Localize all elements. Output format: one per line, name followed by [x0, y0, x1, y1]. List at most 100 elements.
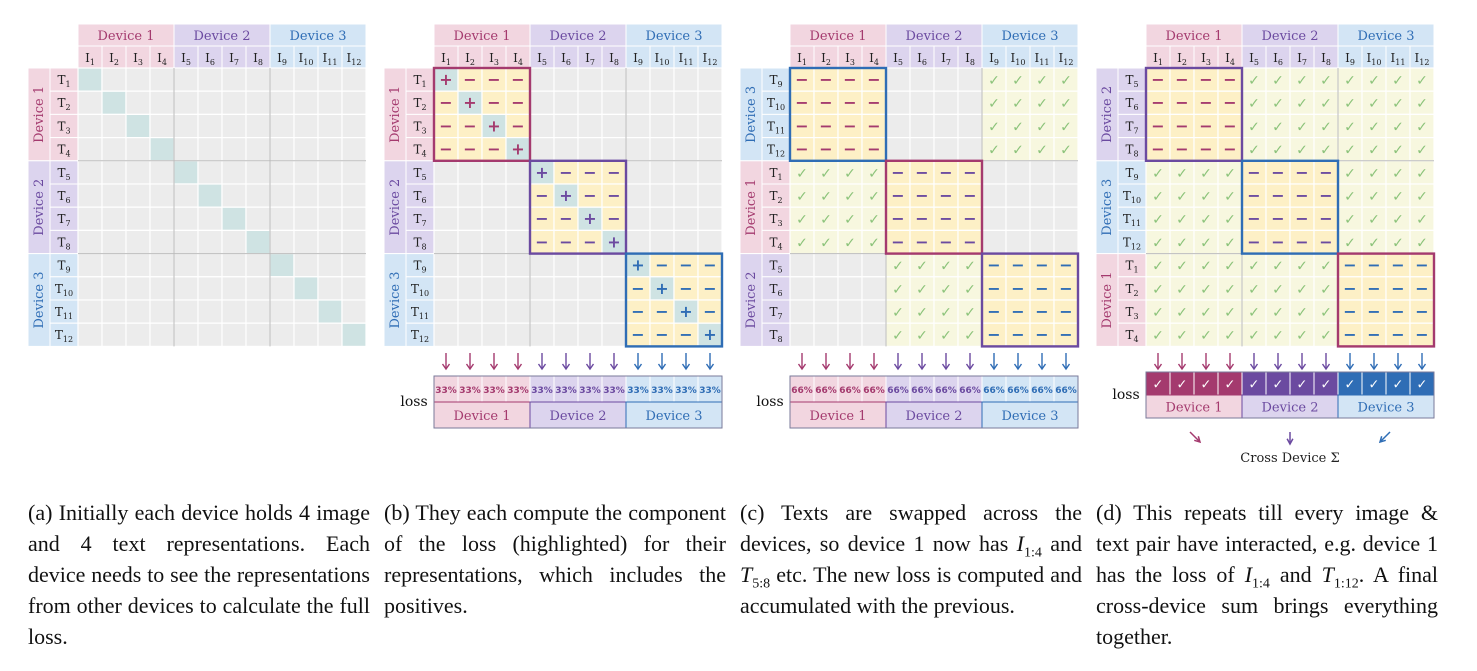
loss-value: 66%: [959, 386, 981, 396]
matrix-cell: [221, 276, 247, 301]
matrix-cell: [77, 299, 103, 324]
loss-block-outline: [1144, 66, 1244, 163]
col-label: I11: [323, 51, 338, 67]
col-label: I10: [1367, 51, 1382, 67]
negative-mark: −: [463, 116, 476, 135]
col-label: I8: [965, 51, 975, 67]
interacted-mark: ✓: [1036, 119, 1048, 135]
arrow-head: [845, 363, 855, 371]
row-label: T3: [57, 119, 70, 135]
loss-device-label: Device 1: [454, 409, 511, 424]
loss-label: loss: [400, 394, 427, 410]
matrix-cell: [673, 206, 699, 231]
matrix-cell: [197, 67, 223, 92]
matrix-cell: [789, 253, 815, 278]
sum-arrow-shaft: [1189, 431, 1201, 443]
negative-mark: −: [1319, 186, 1332, 205]
interacted-mark: ✓: [1296, 119, 1308, 135]
row-label: T1: [413, 73, 426, 89]
positive-mark: +: [487, 116, 500, 135]
negative-mark: −: [583, 163, 596, 182]
loss-value: 33%: [675, 386, 697, 396]
interacted-mark: ✓: [1152, 166, 1164, 182]
matrix-cell: [125, 90, 151, 115]
matrix-cell: [77, 113, 103, 139]
arrow-head: [1153, 363, 1163, 371]
loss-value: 66%: [839, 386, 861, 396]
matrix-cell: [341, 276, 367, 301]
interacted-mark: ✓: [796, 235, 808, 251]
loss-device-label: Device 3: [646, 409, 703, 424]
matrix-cell: [149, 253, 175, 278]
matrix-cell: [673, 137, 699, 162]
matrix-cell: [221, 160, 247, 185]
matrix-cell: [101, 206, 127, 231]
interacted-mark: ✓: [1368, 96, 1380, 112]
matrix-cell: [269, 206, 295, 231]
col-label: I6: [917, 51, 927, 67]
arrow-head: [941, 363, 951, 371]
row-label: T2: [57, 96, 70, 112]
row-label: T6: [57, 189, 70, 205]
interacted-mark: ✓: [1224, 189, 1236, 205]
matrix-cell: [221, 113, 247, 139]
matrix-cell: [221, 206, 247, 231]
interacted-mark: ✓: [1224, 282, 1236, 298]
matrix-cell: [837, 299, 863, 324]
negative-mark: −: [511, 116, 524, 135]
matrix-cell: [577, 113, 603, 139]
matrix-cell: [197, 137, 223, 162]
negative-mark: −: [703, 279, 716, 298]
matrix-cell: [317, 67, 343, 92]
negative-mark: −: [1391, 325, 1404, 344]
matrix-cell: [1005, 206, 1031, 231]
matrix-cell: [245, 183, 271, 208]
matrix-cell: [149, 206, 175, 231]
interacted-mark: ✓: [1344, 189, 1356, 205]
row-label: T6: [769, 282, 782, 298]
matrix-cell: [245, 160, 271, 185]
matrix-cell: [293, 90, 319, 115]
matrix-cell: [125, 113, 151, 139]
negative-mark: −: [1223, 140, 1236, 159]
col-group-label: Device 3: [1358, 29, 1415, 44]
row-label: T10: [411, 282, 429, 298]
matrix-cell: [125, 206, 151, 231]
col-label: I4: [157, 51, 167, 67]
interacted-mark: ✓: [1392, 166, 1404, 182]
arrow-head: [1393, 363, 1403, 371]
matrix-cell: [601, 322, 627, 348]
interacted-mark: ✓: [1176, 259, 1188, 275]
row-label: T4: [413, 143, 426, 159]
negative-mark: −: [843, 140, 856, 159]
matrix-cell: [697, 160, 723, 185]
matrix-cell: [933, 90, 959, 115]
arrow-head: [657, 363, 667, 371]
negative-mark: −: [891, 163, 904, 182]
col-label: I5: [1249, 51, 1259, 67]
matrix-cell: [433, 183, 459, 208]
row-label: T7: [769, 305, 782, 321]
negative-mark: −: [963, 232, 976, 251]
matrix-cell: [77, 206, 103, 231]
negative-mark: −: [1059, 302, 1072, 321]
negative-mark: −: [915, 232, 928, 251]
matrix-cell: [245, 137, 271, 162]
sum-arrow-head: [1194, 436, 1202, 444]
matrix-cell: [245, 90, 271, 115]
matrix-cell: [1029, 183, 1055, 208]
loss-check: ✓: [1153, 378, 1164, 393]
row-label: T5: [1125, 73, 1138, 89]
interacted-mark: ✓: [1272, 73, 1284, 89]
positive-mark: +: [559, 186, 572, 205]
loss-check: ✓: [1201, 378, 1212, 393]
matrix-cell: [293, 137, 319, 162]
matrix-cell: [433, 276, 459, 301]
matrix-cell: [789, 322, 815, 348]
interacted-mark: ✓: [988, 96, 1000, 112]
matrix-cell: [649, 67, 675, 92]
matrix-cell: [529, 253, 555, 278]
matrix-cell: [529, 113, 555, 139]
col-label: I10: [299, 51, 314, 67]
interacted-mark: ✓: [1296, 96, 1308, 112]
